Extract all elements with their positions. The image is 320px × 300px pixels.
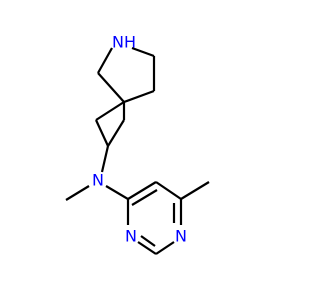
cyclobutane-ring (95, 101, 126, 147)
molecule-structure: NH N N N (65, 33, 210, 255)
bond-c4-c5 (127, 181, 157, 200)
bond-c2-n3 (137, 241, 157, 255)
pyrimidine-ring (126, 181, 210, 255)
bond-nh-c4 (131, 46, 155, 58)
atom-labels: NH N N N (92, 33, 187, 246)
bond-spiro-cb-left (95, 101, 125, 121)
bond-c3-spiro (123, 89, 155, 104)
bond-cb-right-bottom (107, 119, 125, 147)
bond-cb-left-bottom (95, 119, 109, 147)
bond-amine-pyrimidine (105, 185, 129, 200)
bond-cb-amine (100, 145, 110, 173)
bond-nh-c1 (97, 47, 113, 74)
spiro-nh-label: NH (112, 33, 136, 52)
pyrimidine-n1-label: N (175, 227, 187, 246)
bond-c2-n3-double (140, 235, 156, 247)
bond-spiro-c1 (97, 72, 125, 103)
amine-linkage (65, 145, 129, 201)
pyrrolidine-ring (97, 46, 156, 104)
bond-c6-methyl (180, 181, 210, 200)
bond-c5-c6 (155, 181, 182, 200)
bond-c4-c5-double (131, 189, 158, 206)
bond-n1-c2 (155, 241, 175, 255)
pyrimidine-n3-label: N (125, 227, 137, 246)
bond-amine-methyl (65, 185, 90, 201)
amine-n-label: N (92, 171, 104, 190)
